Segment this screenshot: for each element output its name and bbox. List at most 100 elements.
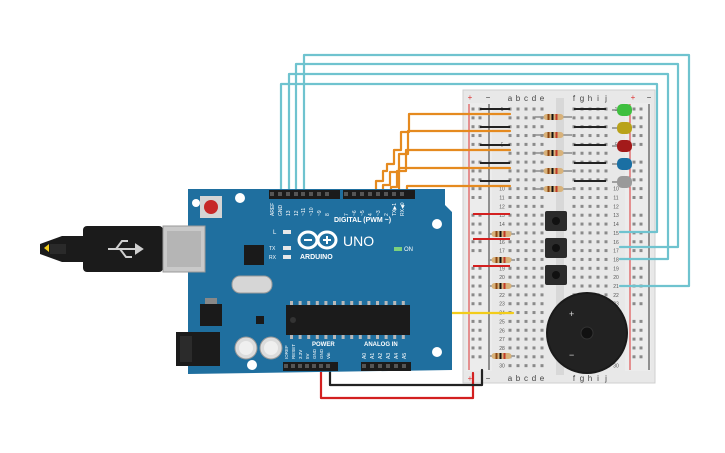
column-label: h (588, 374, 592, 383)
rail-hole (639, 266, 643, 270)
rail-hole (639, 275, 643, 279)
row-number: 21 (613, 284, 619, 290)
breadboard-hole (596, 213, 600, 217)
breadboard-hole (516, 319, 520, 323)
resistor-group-leds[interactable] (535, 114, 572, 192)
brand-label: ARDUINO (300, 254, 333, 261)
rail-plus-label-right: + (631, 93, 636, 102)
breadboard-hole (588, 196, 592, 199)
analog-pin-label: A2 (378, 353, 384, 359)
breadboard-hole (580, 284, 584, 288)
breadboard-hole (532, 222, 536, 226)
rail-hole (639, 319, 643, 323)
row-number: 10 (613, 187, 619, 193)
breadboard-hole (572, 178, 576, 182)
breadboard-hole (532, 134, 536, 138)
breadboard-hole (524, 240, 528, 244)
column-label: i (597, 374, 599, 383)
row-number: 15 (613, 231, 619, 237)
rail-hole (632, 249, 636, 253)
rail-plus-label-bottom: + (468, 374, 473, 383)
header-hole (392, 192, 396, 196)
breadboard-hole (580, 204, 584, 208)
resistor-band (555, 150, 558, 156)
rail-hole (478, 178, 482, 182)
breadboard-hole (524, 204, 528, 208)
rail-hole (632, 187, 636, 191)
led-white[interactable] (617, 176, 632, 188)
rail-hole (639, 142, 643, 146)
digital-pin-label: 4 (368, 213, 374, 216)
breadboard-hole (540, 231, 544, 235)
piezo-buzzer[interactable]: + − (546, 292, 628, 374)
resistor-band (547, 186, 550, 192)
analog-in-label: ANALOG IN (364, 342, 398, 348)
resistor-band (555, 186, 558, 192)
analog-pin-label: A4 (394, 353, 400, 359)
rail-hole (632, 196, 636, 199)
breadboard-hole (604, 134, 608, 138)
breadboard-hole (516, 275, 520, 279)
push-button-2[interactable] (545, 238, 567, 258)
rail-hole (632, 160, 636, 164)
breadboard-hole (508, 213, 512, 217)
chip-pin (290, 335, 293, 339)
digital-label: DIGITAL (PWM ~) (334, 217, 391, 224)
rail-hole (471, 169, 475, 173)
chip-pin (367, 335, 371, 339)
breadboard-hole (524, 364, 528, 368)
column-label: b (516, 94, 521, 103)
rail-hole (639, 160, 643, 164)
resistor-band (499, 257, 502, 263)
breadboard-hole (588, 169, 592, 173)
breadboard-hole (524, 284, 528, 288)
rail-hole (639, 240, 643, 244)
breadboard-hole (572, 240, 576, 244)
wire-cyan-2 (294, 62, 680, 249)
breadboard-hole (604, 204, 608, 208)
header-hole (319, 364, 323, 368)
push-button-1[interactable] (545, 211, 567, 231)
breadboard-hole (588, 240, 592, 244)
led-group[interactable] (612, 104, 632, 188)
breadboard-hole (596, 187, 600, 191)
header-hole (370, 364, 374, 368)
breadboard-hole (588, 187, 592, 191)
breadboard-hole (596, 196, 600, 199)
breadboard-hole (604, 187, 608, 191)
breadboard-hole (516, 346, 520, 350)
breadboard-hole (604, 169, 608, 173)
breadboard-hole (508, 222, 512, 226)
led-green[interactable] (617, 104, 632, 116)
breadboard-hole (524, 142, 528, 146)
breadboard-hole (532, 364, 536, 368)
digital-pin-label: 8 (325, 213, 331, 216)
column-label: j (604, 374, 607, 383)
breadboard-hole (524, 266, 528, 270)
breadboard-hole (596, 284, 600, 288)
breadboard-hole (580, 178, 584, 182)
push-button-3[interactable] (545, 265, 567, 285)
digital-pin-label: ~10 (309, 207, 315, 216)
breadboard-hole (508, 178, 512, 182)
breadboard-hole (516, 116, 520, 120)
row-number: 18 (613, 257, 619, 263)
power-pin-label: IOREF (284, 345, 289, 359)
row-number: 30 (499, 364, 505, 370)
rail-hole (632, 142, 636, 146)
breadboard-hole (508, 169, 512, 173)
breadboard-hole (540, 302, 544, 306)
rail-hole (639, 125, 643, 129)
led-blue[interactable] (617, 158, 632, 170)
breadboard-hole (508, 337, 512, 341)
led-red[interactable] (617, 140, 632, 152)
resistor-group-buttons[interactable] (488, 231, 515, 359)
breadboard-hole (596, 231, 600, 235)
breadboard-hole (540, 266, 544, 270)
led-yellow[interactable] (617, 122, 632, 134)
breadboard-hole (540, 240, 544, 244)
digital-pin-label: GND (278, 205, 284, 217)
row-number: 11 (613, 196, 618, 202)
row-number: 14 (499, 222, 505, 228)
